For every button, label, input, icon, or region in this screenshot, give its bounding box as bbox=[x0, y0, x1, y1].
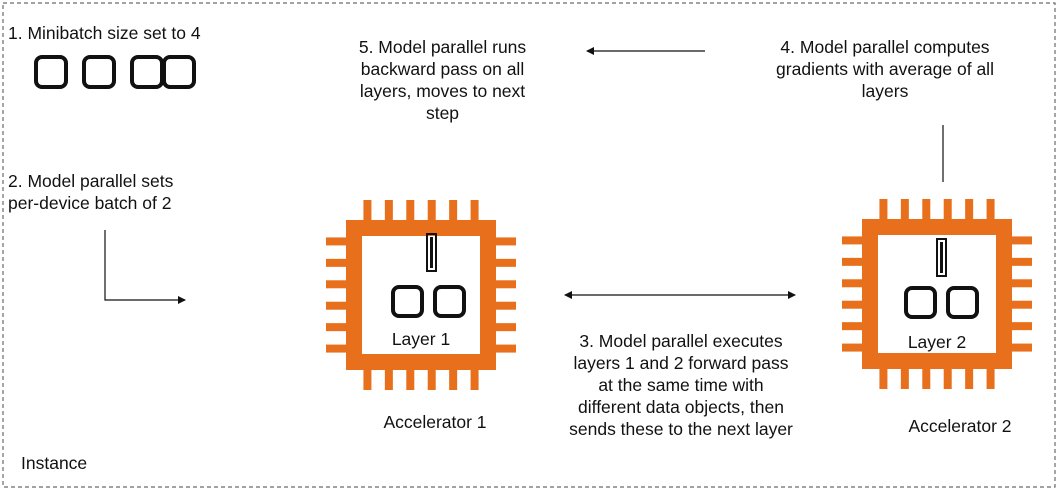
chip-pin bbox=[922, 369, 931, 389]
accelerator-1-layer-label: Layer 1 bbox=[391, 329, 451, 349]
minibatch-item-4 bbox=[162, 55, 196, 89]
microchip-icon bbox=[842, 199, 1032, 389]
accelerator-2-layer-label: Layer 2 bbox=[907, 332, 967, 352]
chip-pin bbox=[842, 322, 862, 331]
chip-pin bbox=[496, 301, 516, 310]
chip-pin bbox=[900, 199, 909, 219]
chip-pin bbox=[326, 323, 346, 332]
layer-bar-icon bbox=[936, 238, 947, 277]
step-2-line: per-device batch of 2 bbox=[8, 193, 172, 213]
step-1-text: 1. Minibatch size set to 4 bbox=[8, 23, 201, 43]
chip-pin bbox=[965, 199, 974, 219]
step-4-text: 4. Model parallel computes gradients wit… bbox=[740, 36, 1030, 102]
chip-pin bbox=[943, 199, 952, 219]
chip-pin bbox=[496, 344, 516, 353]
step-2-line: 2. Model parallel sets bbox=[8, 171, 174, 191]
chip-pin bbox=[470, 370, 479, 390]
chip-pin bbox=[496, 323, 516, 332]
chip-pin bbox=[1012, 279, 1032, 288]
step-4-line: layers bbox=[861, 81, 909, 101]
step-5-line: layers, moves to next bbox=[359, 81, 526, 101]
chip-pin bbox=[842, 236, 862, 245]
step-5-line: backward pass on all bbox=[360, 59, 525, 79]
minibatch-item-2 bbox=[82, 55, 116, 89]
step-3-line: different data objects, then bbox=[578, 397, 784, 417]
step-3-line: sends these to the next layer bbox=[569, 419, 793, 439]
step-3-line: at the same time with bbox=[598, 375, 764, 395]
chip-pin bbox=[326, 301, 346, 310]
chip-pin bbox=[1012, 343, 1032, 352]
minibatch-box-icon bbox=[34, 55, 196, 89]
step-5-line: 5. Model parallel runs bbox=[358, 37, 527, 57]
chip-pin bbox=[1012, 300, 1032, 309]
step-3-line: layers 1 and 2 forward pass bbox=[573, 353, 789, 373]
chip-pin bbox=[842, 279, 862, 288]
chip-pin bbox=[449, 200, 458, 220]
minibatch-item-3 bbox=[130, 55, 164, 89]
step-3-line: 3. Model parallel executes bbox=[579, 331, 783, 351]
chip-pin bbox=[842, 343, 862, 352]
chip-pin bbox=[470, 200, 479, 220]
chip-pin bbox=[900, 369, 909, 389]
chip-pin bbox=[449, 370, 458, 390]
chip-pin bbox=[1012, 236, 1032, 245]
chip-pin bbox=[943, 369, 952, 389]
layer-bar-icon bbox=[426, 233, 437, 272]
arrow-icon bbox=[104, 230, 186, 304]
chip-pin bbox=[326, 280, 346, 289]
device-batch-item-2 bbox=[946, 286, 979, 319]
step-5-line: step bbox=[425, 103, 460, 123]
chip-pin bbox=[384, 370, 393, 390]
chip-pin bbox=[363, 200, 372, 220]
step-4-line: gradients with average of all bbox=[776, 59, 994, 79]
chip-pin bbox=[1012, 257, 1032, 266]
chip-pin bbox=[326, 344, 346, 353]
step-2-text: 2. Model parallel sets per-device batch … bbox=[8, 170, 173, 214]
chip-pin bbox=[1012, 322, 1032, 331]
chip-pin bbox=[406, 370, 415, 390]
minibatch-item-1 bbox=[34, 55, 68, 89]
accelerator-2-name: Accelerator 2 bbox=[908, 416, 1012, 436]
chip-pin bbox=[326, 258, 346, 267]
step-3-text: 3. Model parallel executes layers 1 and … bbox=[536, 330, 826, 440]
chip-pin bbox=[496, 237, 516, 246]
chip-pin bbox=[496, 280, 516, 289]
chip-pin bbox=[384, 200, 393, 220]
microchip-icon bbox=[326, 200, 516, 390]
device-batch-item-1 bbox=[904, 286, 937, 319]
chip-pin bbox=[879, 369, 888, 389]
chip-pin bbox=[842, 257, 862, 266]
chip-pin bbox=[965, 369, 974, 389]
chip-pin bbox=[363, 370, 372, 390]
step-4-line: 4. Model parallel computes bbox=[780, 37, 990, 57]
layer-bar-fill bbox=[940, 242, 943, 273]
chip-pin bbox=[496, 258, 516, 267]
chip-pin bbox=[406, 200, 415, 220]
layer-bar-fill bbox=[430, 237, 433, 268]
chip-pin bbox=[986, 369, 995, 389]
chip-pin bbox=[842, 300, 862, 309]
device-batch-item-1 bbox=[391, 285, 424, 318]
device-batch-item-2 bbox=[433, 285, 466, 318]
chip-pin bbox=[922, 199, 931, 219]
instance-label: Instance bbox=[21, 453, 88, 473]
chip-pin bbox=[427, 370, 436, 390]
chip-pin bbox=[427, 200, 436, 220]
step-5-text: 5. Model parallel runs backward pass on … bbox=[330, 36, 555, 124]
chip-pin bbox=[326, 237, 346, 246]
chip-pin bbox=[986, 199, 995, 219]
chip-pin bbox=[879, 199, 888, 219]
accelerator-1-name: Accelerator 1 bbox=[383, 412, 487, 432]
